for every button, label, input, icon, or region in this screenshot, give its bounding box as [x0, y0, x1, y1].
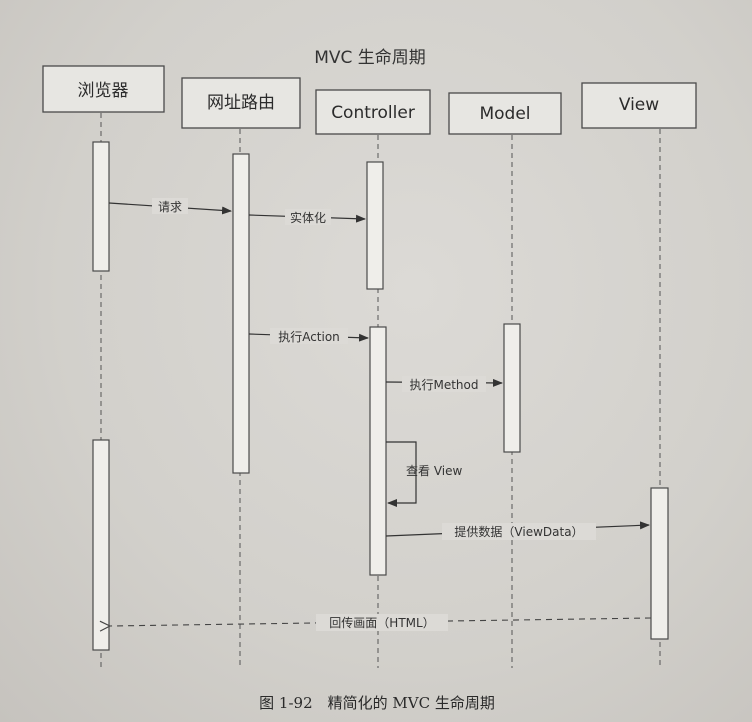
participant-view: View — [581, 82, 697, 129]
activation-controller-instantiate — [366, 161, 384, 290]
message-return-html-label: 回传画面（HTML） — [329, 615, 434, 630]
message-execute-action-label: 执行Action — [278, 330, 340, 344]
message-provide-data-label: 提供数据（ViewData） — [454, 524, 583, 539]
activation-model — [503, 323, 521, 453]
participant-browser: 浏览器 — [42, 65, 165, 113]
participant-url-routing-label: 网址路由 — [207, 93, 275, 113]
participant-view-label: View — [619, 95, 659, 115]
message-request-label: 请求 — [158, 200, 182, 214]
participant-controller-label: Controller — [331, 103, 415, 123]
message-return-html-arrow — [110, 617, 652, 626]
participant-model: Model — [448, 92, 562, 135]
activation-browser-response — [92, 439, 110, 651]
diagram-title: MVC 生命周期 — [314, 48, 426, 68]
participant-url-routing: 网址路由 — [181, 77, 301, 129]
figure-caption: 图 1-92 精简化的 MVC 生命周期 — [259, 694, 495, 712]
message-execute-method-label: 执行Method — [409, 378, 478, 392]
message-find-view-label: 查看 View — [406, 464, 462, 478]
participant-controller: Controller — [315, 89, 431, 135]
participant-model-label: Model — [479, 104, 530, 124]
activation-view — [650, 487, 669, 640]
activation-controller-action — [369, 326, 387, 576]
message-find-view-arrow — [386, 441, 417, 507]
activation-browser-request — [92, 141, 110, 272]
participant-browser-label: 浏览器 — [78, 81, 129, 101]
message-instantiate-label: 实体化 — [290, 210, 326, 225]
activation-url-routing — [232, 153, 250, 474]
